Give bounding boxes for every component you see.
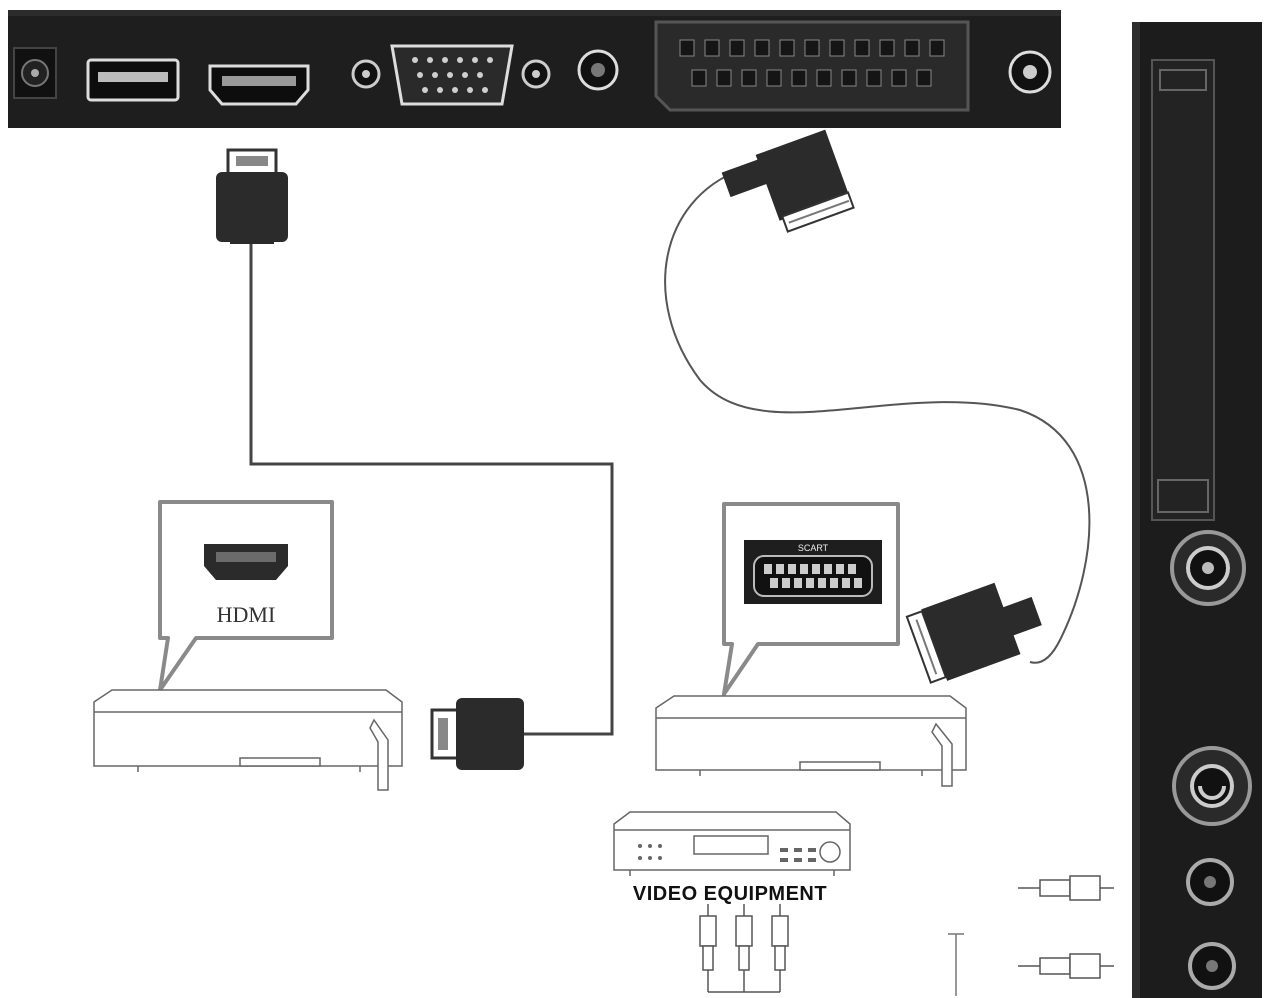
side-jack-icon (1170, 530, 1246, 606)
set-top-box-left (93, 689, 403, 791)
rca-plug-icon (1018, 953, 1114, 979)
side-antenna-jack-icon (1172, 746, 1252, 826)
rca-cable-bundle (699, 904, 789, 993)
side-audio-jack-icon (1186, 858, 1234, 906)
audio-jack-icon (577, 49, 619, 91)
dc-power-jack-icon (13, 47, 57, 99)
hdmi-cable (216, 148, 614, 770)
panel-scart-port-icon (654, 20, 970, 112)
video-equipment-label: VIDEO EQUIPMENT (633, 883, 827, 905)
scart-cable (664, 129, 1091, 684)
scart-port-label: SCART (798, 543, 829, 553)
scart-plug-icon (721, 129, 855, 233)
tv-side-panel (1132, 22, 1262, 998)
vga-port-icon (351, 44, 551, 106)
antenna-jack-icon (1008, 50, 1052, 94)
side-audio-jack-icon (1188, 942, 1236, 990)
usb-port-icon (86, 58, 180, 102)
rca-plug-icon (771, 904, 789, 992)
rca-plug-icon (699, 904, 717, 992)
hdmi-port-label: HDMI (217, 602, 276, 627)
rca-plug-icon (1018, 875, 1114, 901)
scart-plug-icon (905, 582, 1042, 684)
card-slot-icon (1151, 59, 1215, 521)
scart-port-icon: SCART (744, 540, 882, 604)
scart-callout: SCART (722, 502, 900, 696)
hdmi-callout: HDMI (158, 500, 334, 692)
hdmi-plug-icon (430, 698, 524, 770)
panel-hdmi-port-icon (208, 64, 310, 106)
hdmi-port-icon (204, 544, 288, 580)
set-top-box-right (655, 695, 967, 787)
video-equipment (613, 811, 851, 876)
tv-rear-panel (8, 10, 1061, 128)
rca-plug-icon (735, 904, 753, 992)
hdmi-plug-icon (216, 148, 288, 244)
